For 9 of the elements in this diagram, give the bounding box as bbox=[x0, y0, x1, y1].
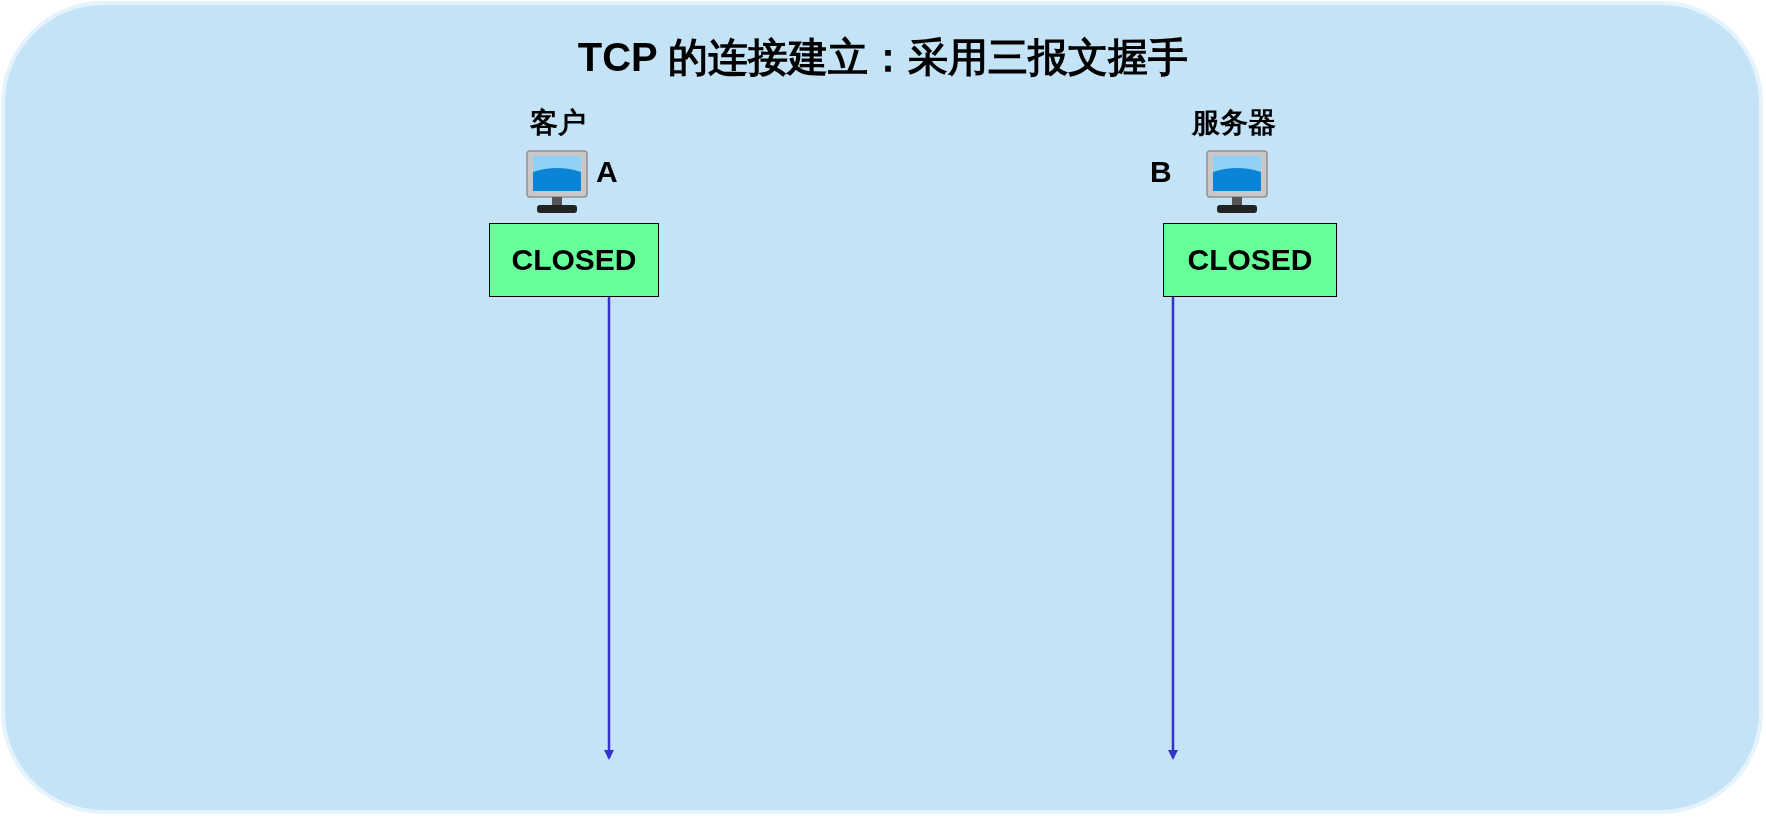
role-label: 客户 bbox=[530, 106, 586, 140]
state-box: CLOSED bbox=[489, 223, 659, 297]
timeline-arrow bbox=[604, 297, 614, 760]
role-label: 服务器 bbox=[1192, 106, 1276, 140]
host-letter: A bbox=[596, 155, 618, 189]
host-letter: B bbox=[1150, 155, 1172, 189]
state-box: CLOSED bbox=[1163, 223, 1337, 297]
title: TCP 的连接建立：采用三报文握手 bbox=[576, 34, 1190, 81]
timeline-arrow bbox=[1168, 297, 1178, 760]
